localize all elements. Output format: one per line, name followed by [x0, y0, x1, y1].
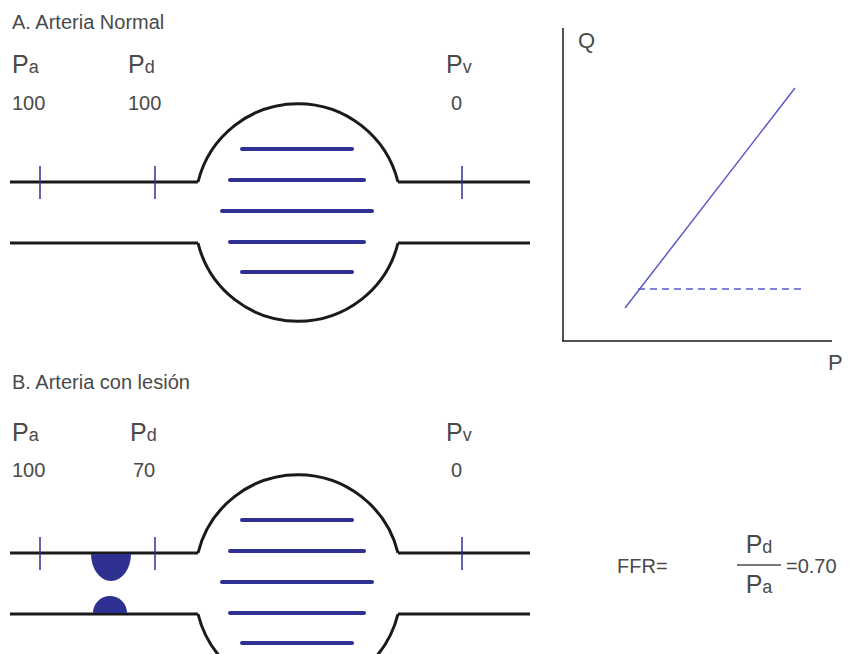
- pressure-value: 100: [12, 93, 45, 113]
- stenotic-artery: [10, 475, 530, 654]
- lesion-plaque: [91, 554, 131, 613]
- microvasculature: [222, 149, 372, 272]
- formula-numerator: Pd: [746, 532, 773, 557]
- pressure-value: 100: [12, 460, 45, 480]
- fraction-bar: [737, 564, 781, 566]
- pressure-symbol: Pd: [130, 420, 157, 445]
- pressure-ticks: [40, 537, 462, 570]
- pressure-value: 0: [451, 93, 462, 113]
- pressure-flow-graph: [562, 28, 832, 341]
- pressure-value: 70: [133, 460, 155, 480]
- pressure-symbol: Pv: [446, 420, 472, 445]
- pressure-ticks: [40, 166, 462, 199]
- section-title: B. Arteria con lesión: [12, 372, 190, 392]
- axis-label: P: [828, 352, 843, 374]
- axis-label: Q: [578, 30, 595, 52]
- pressure-symbol: Pa: [12, 420, 39, 445]
- pressure-symbol: Pv: [446, 52, 472, 77]
- pressure-value: 0: [451, 460, 462, 480]
- pressure-symbol: Pa: [12, 52, 39, 77]
- normal-artery: [10, 104, 530, 322]
- formula-text: FFR=: [617, 556, 668, 576]
- pressure-symbol: Pd: [128, 52, 155, 77]
- formula-denominator: Pa: [746, 572, 773, 597]
- section-title: A. Arteria Normal: [12, 12, 164, 32]
- pressure-value: 100: [128, 93, 161, 113]
- formula-text: =0.70: [786, 556, 837, 576]
- microvasculature: [222, 520, 372, 643]
